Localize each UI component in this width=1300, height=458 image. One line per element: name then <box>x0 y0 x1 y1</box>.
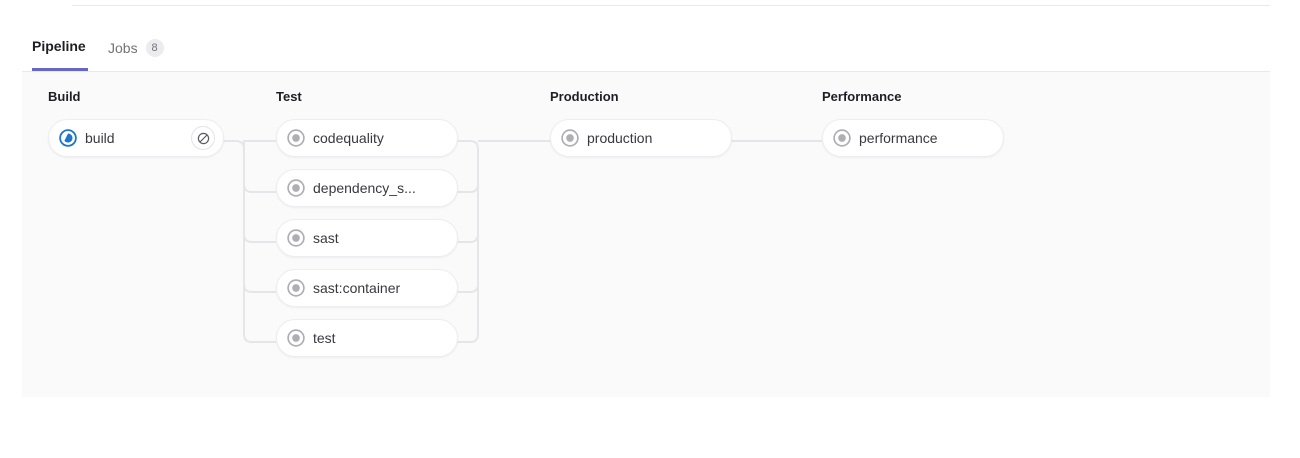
job-name-performance: performance <box>859 130 938 146</box>
status-created-icon <box>287 279 305 297</box>
job-name-build: build <box>85 130 115 146</box>
pipeline-panel: Build build <box>22 72 1270 397</box>
status-created-icon <box>833 129 851 147</box>
stage-title-test: Test <box>276 89 302 104</box>
tab-pipeline-label: Pipeline <box>32 38 86 54</box>
job-node-build[interactable]: build <box>48 119 224 157</box>
job-list-build: build <box>48 119 224 169</box>
job-list-production: production <box>550 119 732 169</box>
status-created-icon <box>287 329 305 347</box>
job-name-sast: sast <box>313 230 339 246</box>
status-created-icon <box>287 229 305 247</box>
status-created-icon <box>287 129 305 147</box>
status-created-icon <box>561 129 579 147</box>
stage-title-production: Production <box>550 89 619 104</box>
jobs-count-badge: 8 <box>145 38 164 57</box>
job-node-test[interactable]: test <box>276 319 458 357</box>
job-node-sast[interactable]: sast <box>276 219 458 257</box>
tab-bar: Pipeline Jobs 8 <box>22 24 1270 72</box>
job-name-sast-container: sast:container <box>313 280 401 296</box>
cancel-icon <box>197 132 209 144</box>
pipeline-graph: Build build <box>22 72 1270 397</box>
tab-pipeline[interactable]: Pipeline <box>32 24 88 71</box>
stage-title-build: Build <box>48 89 81 104</box>
job-node-dependency-scanning[interactable]: dependency_s... <box>276 169 458 207</box>
job-name-dependency-scanning: dependency_s... <box>313 180 416 196</box>
job-name-production: production <box>587 130 653 146</box>
job-name-codequality: codequality <box>313 130 384 146</box>
tab-jobs-label: Jobs <box>108 39 138 56</box>
cancel-job-button[interactable] <box>191 126 215 150</box>
job-node-sast-container[interactable]: sast:container <box>276 269 458 307</box>
job-list-test: codequality dependency_s... sast <box>276 119 458 369</box>
stage-title-performance: Performance <box>822 89 902 104</box>
job-node-performance[interactable]: performance <box>822 119 1004 157</box>
status-created-icon <box>287 179 305 197</box>
top-divider <box>72 5 1270 6</box>
job-name-test: test <box>313 330 336 346</box>
job-node-codequality[interactable]: codequality <box>276 119 458 157</box>
job-list-performance: performance <box>822 119 1004 169</box>
job-node-production[interactable]: production <box>550 119 732 157</box>
status-running-icon <box>59 129 77 147</box>
tab-jobs[interactable]: Jobs 8 <box>108 24 164 71</box>
